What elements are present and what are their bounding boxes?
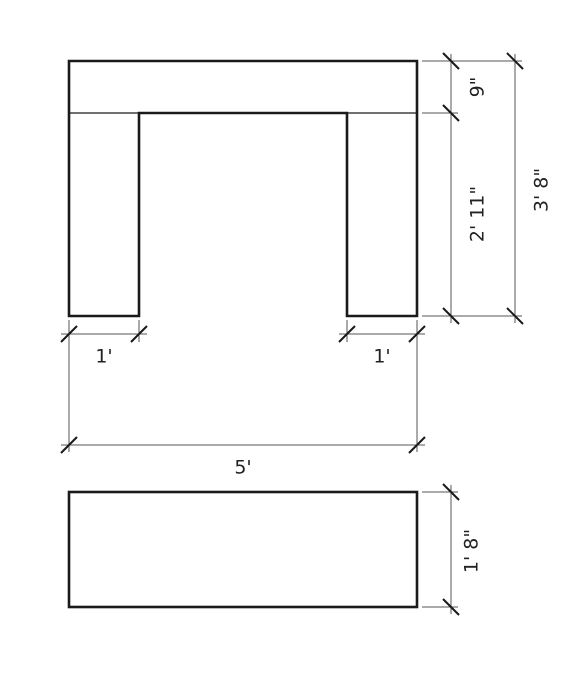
lower-block-view: 1' 8" [67, 483, 483, 616]
u-frame-elevation [67, 59, 419, 318]
dim-label-overall-width: 5' [234, 457, 251, 479]
dim-tick [60, 325, 78, 343]
dim-tick [442, 52, 460, 70]
dim-tick [408, 436, 426, 454]
dim-label-leg-height: 2' 11" [467, 186, 489, 242]
dim-tick [442, 483, 460, 501]
lower-block-outline [67, 490, 419, 609]
dim-tick [506, 52, 524, 70]
dim-tick [60, 436, 78, 454]
dim-label-overall-height: 3' 8" [531, 168, 553, 212]
dim-tick [442, 307, 460, 325]
dim-label-right-leg-width: 1' [373, 346, 390, 368]
dim-tick [442, 598, 460, 616]
dim-tick [442, 104, 460, 122]
dim-tick [506, 307, 524, 325]
dim-label-top-thickness: 9" [467, 77, 489, 98]
u-frame-outline [67, 59, 419, 318]
horizontal-dimensions: 1' 1' 5' [60, 320, 426, 479]
dim-tick [130, 325, 148, 343]
vertical-dimensions: 9" 2' 11" 3' 8" [422, 52, 553, 325]
dim-tick [408, 325, 426, 343]
dim-label-block-height: 1' 8" [461, 529, 483, 573]
dim-label-left-leg-width: 1' [95, 346, 112, 368]
dim-tick [338, 325, 356, 343]
